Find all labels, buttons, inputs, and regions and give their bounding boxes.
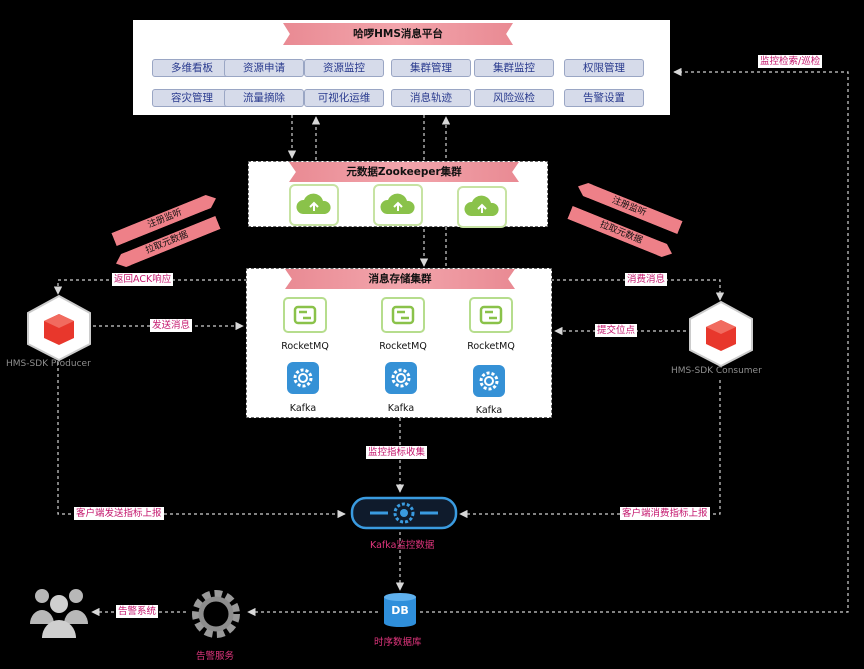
cube-icon <box>27 294 91 362</box>
return-ack-tag: 返回ACK响应 <box>112 273 174 286</box>
cube-icon <box>689 300 753 368</box>
cloud-upload-icon <box>296 193 331 214</box>
module-permission[interactable]: 权限管理 <box>564 59 644 77</box>
kafka-node-1 <box>287 362 319 394</box>
kafka-monitor-node <box>350 496 458 530</box>
database-icon <box>384 593 416 627</box>
kafka-label-3: Kafka <box>475 405 503 416</box>
module-alert-settings[interactable]: 告警设置 <box>564 89 644 107</box>
consume-message-tag: 消费消息 <box>625 273 668 286</box>
monitor-search-tag: 监控检索/巡检 <box>758 55 823 68</box>
kafka-label-1: Kafka <box>289 403 317 414</box>
module-visual-ops[interactable]: 可视化运维 <box>304 89 384 107</box>
gear-icon <box>293 368 313 388</box>
kafka-label-2: Kafka <box>387 403 415 414</box>
rocketmq-node-1 <box>283 297 327 333</box>
gear-icon <box>479 371 499 391</box>
users-group-icon <box>30 589 88 638</box>
rocketmq-label-1: RocketMQ <box>281 341 329 352</box>
rocketmq-node-2 <box>381 297 425 333</box>
module-traffic-removal[interactable]: 流量摘除 <box>224 89 304 107</box>
module-cluster-monitor[interactable]: 集群监控 <box>474 59 554 77</box>
rocketmq-icon <box>391 305 415 325</box>
rocketmq-label-2: RocketMQ <box>379 341 427 352</box>
tsdb-node: DB <box>380 592 420 628</box>
kafka-node-3 <box>473 365 505 397</box>
platform-title: 哈啰HMS消息平台 <box>283 23 513 45</box>
alert-service-node <box>188 586 244 642</box>
rocketmq-icon <box>479 305 503 325</box>
module-disaster-recovery[interactable]: 容灾管理 <box>152 89 232 107</box>
alert-service-label: 告警服务 <box>196 651 235 662</box>
module-resource-apply[interactable]: 资源申请 <box>224 59 304 77</box>
users-node <box>28 584 90 640</box>
cloud-upload-icon <box>464 195 499 216</box>
producer-node <box>24 294 94 362</box>
gear-icon <box>192 590 240 638</box>
tsdb-icon-text: DB <box>391 604 409 617</box>
kafka-monitor-label: Kafka监控数据 <box>370 540 435 551</box>
module-risk-inspection[interactable]: 风险巡检 <box>474 89 554 107</box>
consumer-label: HMS-SDK Consumer <box>671 366 762 376</box>
module-resource-monitor[interactable]: 资源监控 <box>304 59 384 77</box>
gear-icon <box>391 368 411 388</box>
commit-offset-tag: 提交位点 <box>595 324 638 337</box>
send-message-tag: 发送消息 <box>150 319 193 332</box>
module-message-trace[interactable]: 消息轨迹 <box>391 89 471 107</box>
client-send-report-tag: 客户端发送指标上报 <box>74 507 164 520</box>
zookeeper-cluster: 元数据Zookeeper集群 <box>248 161 548 228</box>
platform-panel: 哈啰HMS消息平台 多维看板 资源申请 资源监控 集群管理 集群监控 权限管理 … <box>133 20 670 115</box>
module-cluster-manage[interactable]: 集群管理 <box>391 59 471 77</box>
producer-label: HMS-SDK Producer <box>6 359 91 369</box>
cloud-upload-icon <box>380 193 415 214</box>
client-consume-report-tag: 客户端消费指标上报 <box>620 507 710 520</box>
rocketmq-icon <box>293 305 317 325</box>
alert-system-tag: 告警系统 <box>116 605 159 618</box>
rocketmq-label-3: RocketMQ <box>467 341 515 352</box>
storage-title: 消息存储集群 <box>285 269 515 289</box>
zookeeper-node-1 <box>289 184 339 226</box>
rocketmq-node-3 <box>469 297 513 333</box>
metrics-collect-tag: 监控指标收集 <box>366 446 428 459</box>
tsdb-label: 时序数据库 <box>374 637 422 648</box>
kafka-node-2 <box>385 362 417 394</box>
module-dashboard[interactable]: 多维看板 <box>152 59 232 77</box>
zookeeper-node-2 <box>373 184 423 226</box>
zookeeper-title: 元数据Zookeeper集群 <box>289 162 519 182</box>
consumer-node <box>686 300 756 368</box>
storage-cluster: 消息存储集群 RocketMQ RocketMQ RocketMQ Kafka <box>246 268 552 418</box>
kafka-monitor-icon <box>350 496 458 530</box>
zookeeper-node-3 <box>457 186 507 228</box>
